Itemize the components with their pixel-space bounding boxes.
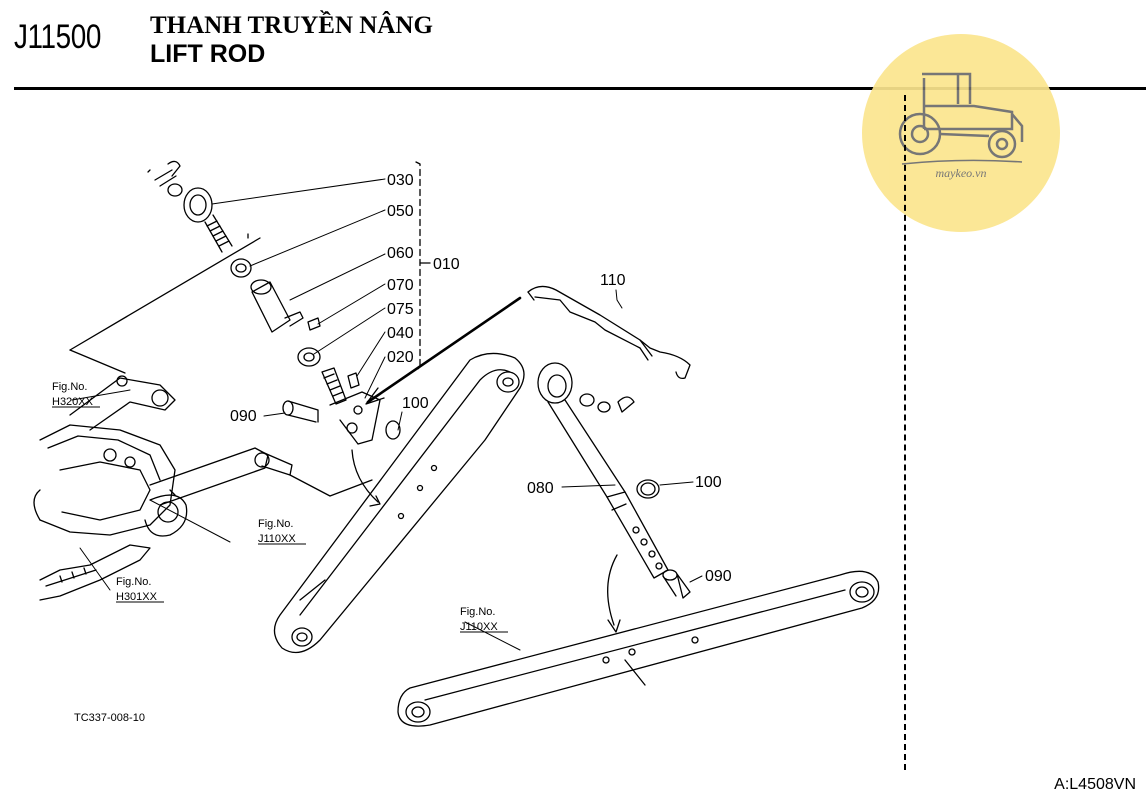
- watermark-stamp: maykeo.vn: [862, 34, 1060, 232]
- drawing-code: TC337-008-10: [74, 712, 145, 724]
- assembly-arrow: [351, 449, 379, 503]
- footer-code: A:L4508VN: [1054, 776, 1136, 793]
- callout-010: 010: [433, 256, 460, 273]
- callout-090-right: 090: [705, 568, 732, 585]
- callout-070: 070: [387, 277, 414, 294]
- fig-ref-h301-line2: H301XX: [116, 591, 158, 603]
- callout-leaders: [71, 178, 703, 651]
- callout-110: 110: [600, 272, 626, 289]
- tractor-icon: [898, 72, 1024, 165]
- fig-ref-j110-a-line1: Fig.No.: [258, 518, 293, 530]
- clip-100-right: [636, 479, 660, 499]
- clip-arrow: [366, 296, 522, 404]
- callout-030: 030: [387, 172, 414, 189]
- fig-ref-j110-a-line2: J110XX: [258, 533, 296, 545]
- callout-090-left: 090: [230, 408, 257, 425]
- fig-ref-j110-b-line2: J110XX: [460, 621, 498, 633]
- watermark-text: maykeo.vn: [935, 166, 987, 180]
- fig-ref-h320-line2: H320XX: [52, 396, 94, 408]
- section-code: J11500: [14, 18, 101, 56]
- callout-100-left: 100: [402, 395, 429, 412]
- callout-050: 050: [387, 203, 414, 220]
- fig-ref-h301-line1: Fig.No.: [116, 576, 151, 588]
- lift-rod-assembly-010: [147, 160, 401, 445]
- left-lower-link: [273, 352, 525, 654]
- title-english: LIFT ROD: [150, 40, 266, 68]
- title-vietnamese: THANH TRUYỀN NÂNG: [150, 12, 433, 39]
- rod-arrow: [607, 554, 618, 626]
- rod-arrow-head: [607, 619, 621, 633]
- pin-090-right: [662, 569, 691, 599]
- callout-040: 040: [387, 325, 414, 342]
- callout-060: 060: [387, 245, 414, 262]
- spring-clip-110: [527, 285, 691, 380]
- callout-020: 020: [387, 349, 414, 366]
- clip-arrow-head: [365, 387, 385, 405]
- fig-ref-h320-line1: Fig.No.: [52, 381, 87, 393]
- callout-100-right: 100: [695, 474, 722, 491]
- lift-rod-080: [537, 362, 669, 579]
- callout-080: 080: [527, 480, 554, 497]
- fig-ref-j110-b-line1: Fig.No.: [460, 606, 495, 618]
- page-divider: [904, 95, 906, 770]
- right-lower-link: [397, 570, 880, 727]
- group-bracket: [413, 161, 421, 371]
- rear-housing-drawing: [33, 375, 293, 601]
- callout-075: 075: [387, 301, 414, 318]
- assembly-arrow-head: [369, 495, 381, 507]
- header-rule: [14, 87, 1146, 90]
